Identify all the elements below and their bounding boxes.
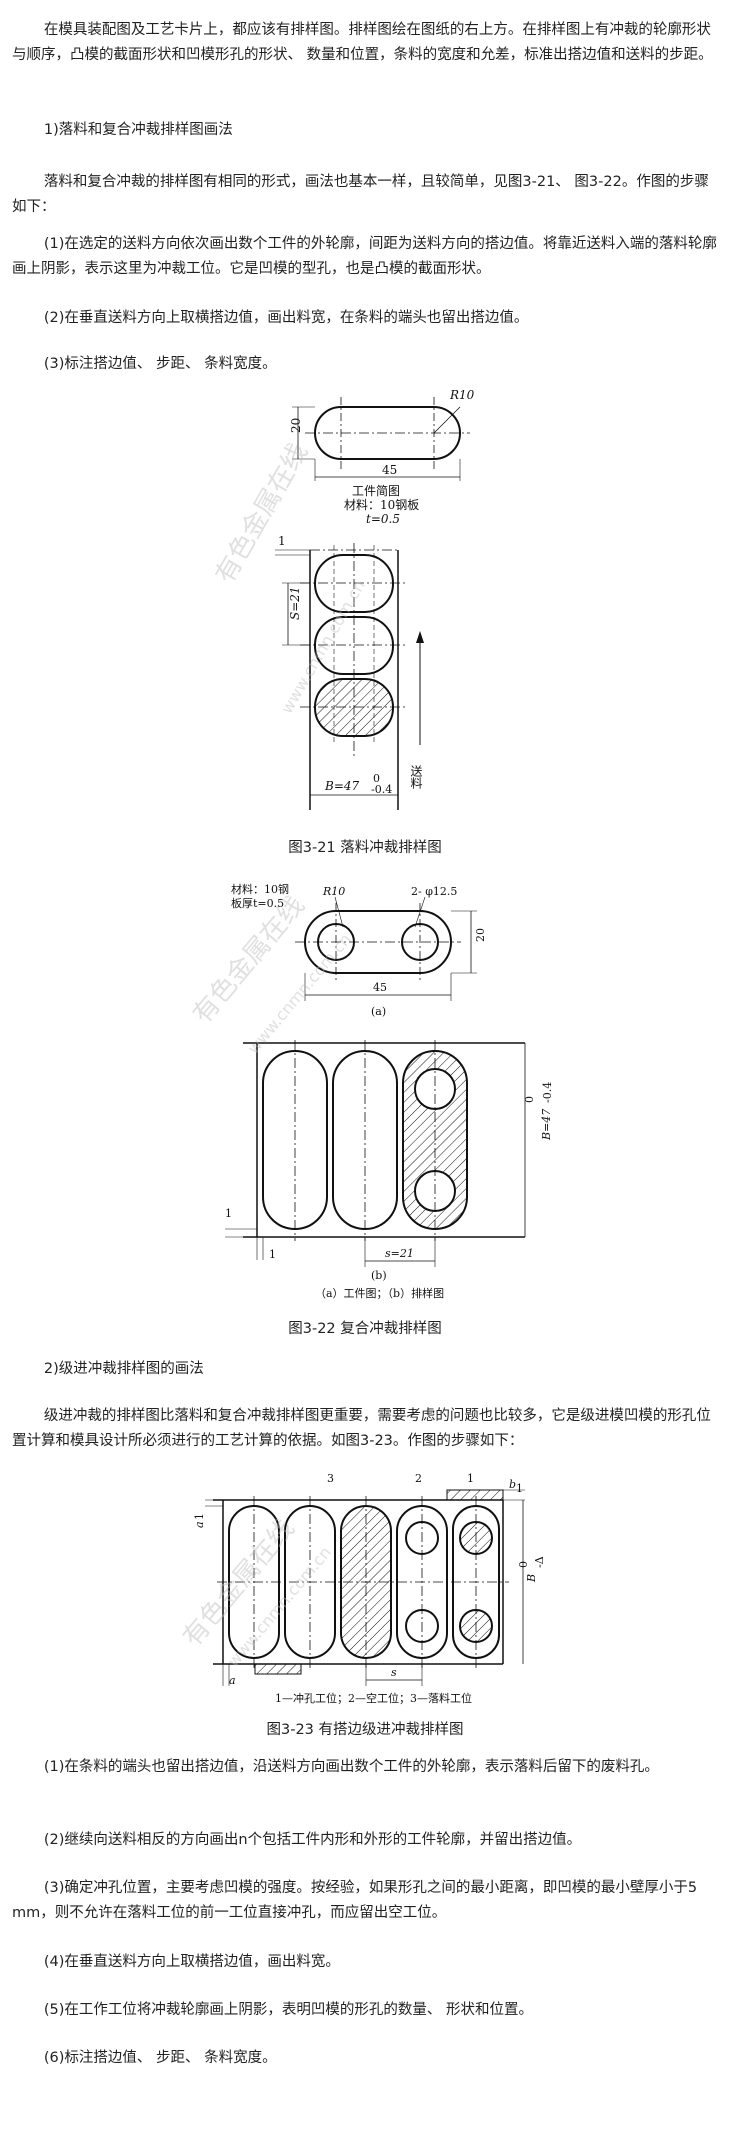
fig23-dim-a1-sub: 1	[193, 1513, 206, 1520]
fig21-dim-r: R10	[449, 388, 475, 402]
section1-title: 1)落料和复合冲裁排样图画法	[43, 122, 233, 138]
fig21-gap-label: 1	[278, 534, 286, 548]
fig21-thickness: t=0.5	[366, 512, 400, 526]
fig23-watermark-cn: 有色金属在线	[177, 1514, 300, 1653]
fig21-width-label: B=47	[324, 779, 360, 793]
fig22-gap-horizontal: 1	[269, 1248, 276, 1261]
intro-paragraph: 在模具装配图及工艺卡片上，都应该有排样图。排样图绘在图纸的右上方。在排样图上有冲…	[12, 22, 713, 63]
section2-step3: (3)确定冲孔位置，主要考虑凹模的强度。按经验，如果形孔之间的最小距离，即凹模的…	[12, 1880, 698, 1921]
fig23-legend: 1—冲孔工位；2—空工位；3—落料工位	[275, 1691, 472, 1705]
section2-body: 级进冲裁的排样图比落料和复合冲裁排样图更重要，需要考虑的问题也比较多，它是级进模…	[12, 1408, 711, 1449]
fig23-width-tol-top: 0	[517, 1561, 530, 1568]
section2-step4: (4)在垂直送料方向上取横搭边值，画出料宽。	[43, 1954, 340, 1970]
section1-body: 落料和复合冲裁的排样图有相同的形式，画法也基本一样，且较简单，见图3-21、 图…	[12, 174, 709, 215]
section1-step3: (3)标注搭边值、 步距、 条料宽度。	[43, 356, 277, 372]
fig21-feed-label: 送料	[409, 764, 423, 789]
section2-step2: (2)继续向送料相反的方向画出n个包括工件内形和外形的工件轮廓，并留出搭边值。	[43, 1832, 582, 1848]
fig22-step-label: s=21	[385, 1247, 414, 1260]
fig22-width-tol-bot: -0.4	[541, 1082, 554, 1103]
fig22-legend: （a）工件图；（b）排样图	[315, 1286, 444, 1300]
section2-title: 2)级进冲裁排样图的画法	[43, 1361, 204, 1377]
fig23-dim-b1: b	[509, 1478, 516, 1491]
fig23-dim-a: a	[229, 1674, 236, 1687]
fig22-dim-r: R10	[322, 885, 345, 898]
fig21-caption: 图3-21 落料冲裁排样图	[288, 840, 442, 856]
fig22-material-a: 材料：10钢	[231, 882, 289, 896]
fig23-station3: 3	[327, 1472, 334, 1485]
fig21-step-label: S=21	[288, 586, 302, 620]
fig22-dim-hole: 2- φ12.5	[411, 885, 457, 898]
fig22-gap-vertical: 1	[225, 1207, 232, 1220]
section2-step1: (1)在条料的端头也留出搭边值，沿送料方向画出数个工件的外轮廓，表示落料后留下的…	[43, 1759, 659, 1775]
section1-step1: (1)在选定的送料方向依次画出数个工件的外轮廓，间距为送料方向的搭边值。将靠近送…	[12, 236, 717, 277]
fig23-dim-b1-sub: 1	[516, 1482, 523, 1495]
fig22-material-b: 板厚t=0.5	[231, 896, 284, 910]
fig23-width-label: B	[525, 1574, 538, 1583]
fig21-dim-w: 45	[382, 463, 397, 477]
fig21-width-tol-bot: -0.4	[371, 783, 392, 796]
fig21-width-tol-top: 0	[373, 772, 380, 785]
fig21-material: 材料：10钢板	[344, 498, 419, 512]
section2-step6: (6)标注搭边值、 步距、 条料宽度。	[43, 2050, 277, 2066]
fig22-caption: 图3-22 复合冲裁排样图	[288, 1321, 442, 1337]
figure-3-21: R10 20 45 工件简图 材料：10钢板 t=0.5 1 S=21 送料 B…	[210, 388, 475, 810]
fig23-caption: 图3-23 有搭边级进冲裁排样图	[266, 1722, 464, 1738]
fig21-watermark-cn: 有色金属在线	[210, 438, 314, 588]
fig23-width-tol-bot: -Δ	[533, 1556, 546, 1568]
figure-3-23: 3 2 1 b 1 a 1 a s B 0 -Δ 1—冲孔工位；2—空工位；3—…	[177, 1472, 546, 1705]
fig23-dim-a1: a	[193, 1521, 206, 1528]
fig21-dim-h: 20	[289, 418, 303, 433]
figure-3-22: 材料：10钢 板厚t=0.5 R10 2- φ12.5 20 45 (a) B=…	[187, 882, 554, 1300]
fig22-width-tol-top: 0	[523, 1096, 536, 1103]
fig23-guide-top	[446, 1489, 504, 1501]
fig23-dim-s: s	[391, 1666, 397, 1679]
fig22-label-a: (a)	[371, 1005, 386, 1018]
fig22-width-label: B=47	[540, 1109, 553, 1141]
section1-step2: (2)在垂直送料方向上取横搭边值，画出料宽，在条料的端头也留出搭边值。	[43, 310, 529, 326]
fig23-station2: 2	[415, 1472, 422, 1485]
fig23-guide-bottom	[254, 1663, 302, 1675]
fig23-station1: 1	[467, 1472, 474, 1485]
fig22-label-b: (b)	[371, 1269, 387, 1282]
section2-step5: (5)在工作工位将冲裁轮廓画上阴影，表明凹模的形孔的数量、 形状和位置。	[43, 2002, 534, 2018]
fig22-dim-w: 45	[373, 981, 387, 994]
fig22-dim-h: 20	[474, 928, 487, 942]
fig21-part-title: 工件简图	[352, 484, 400, 498]
